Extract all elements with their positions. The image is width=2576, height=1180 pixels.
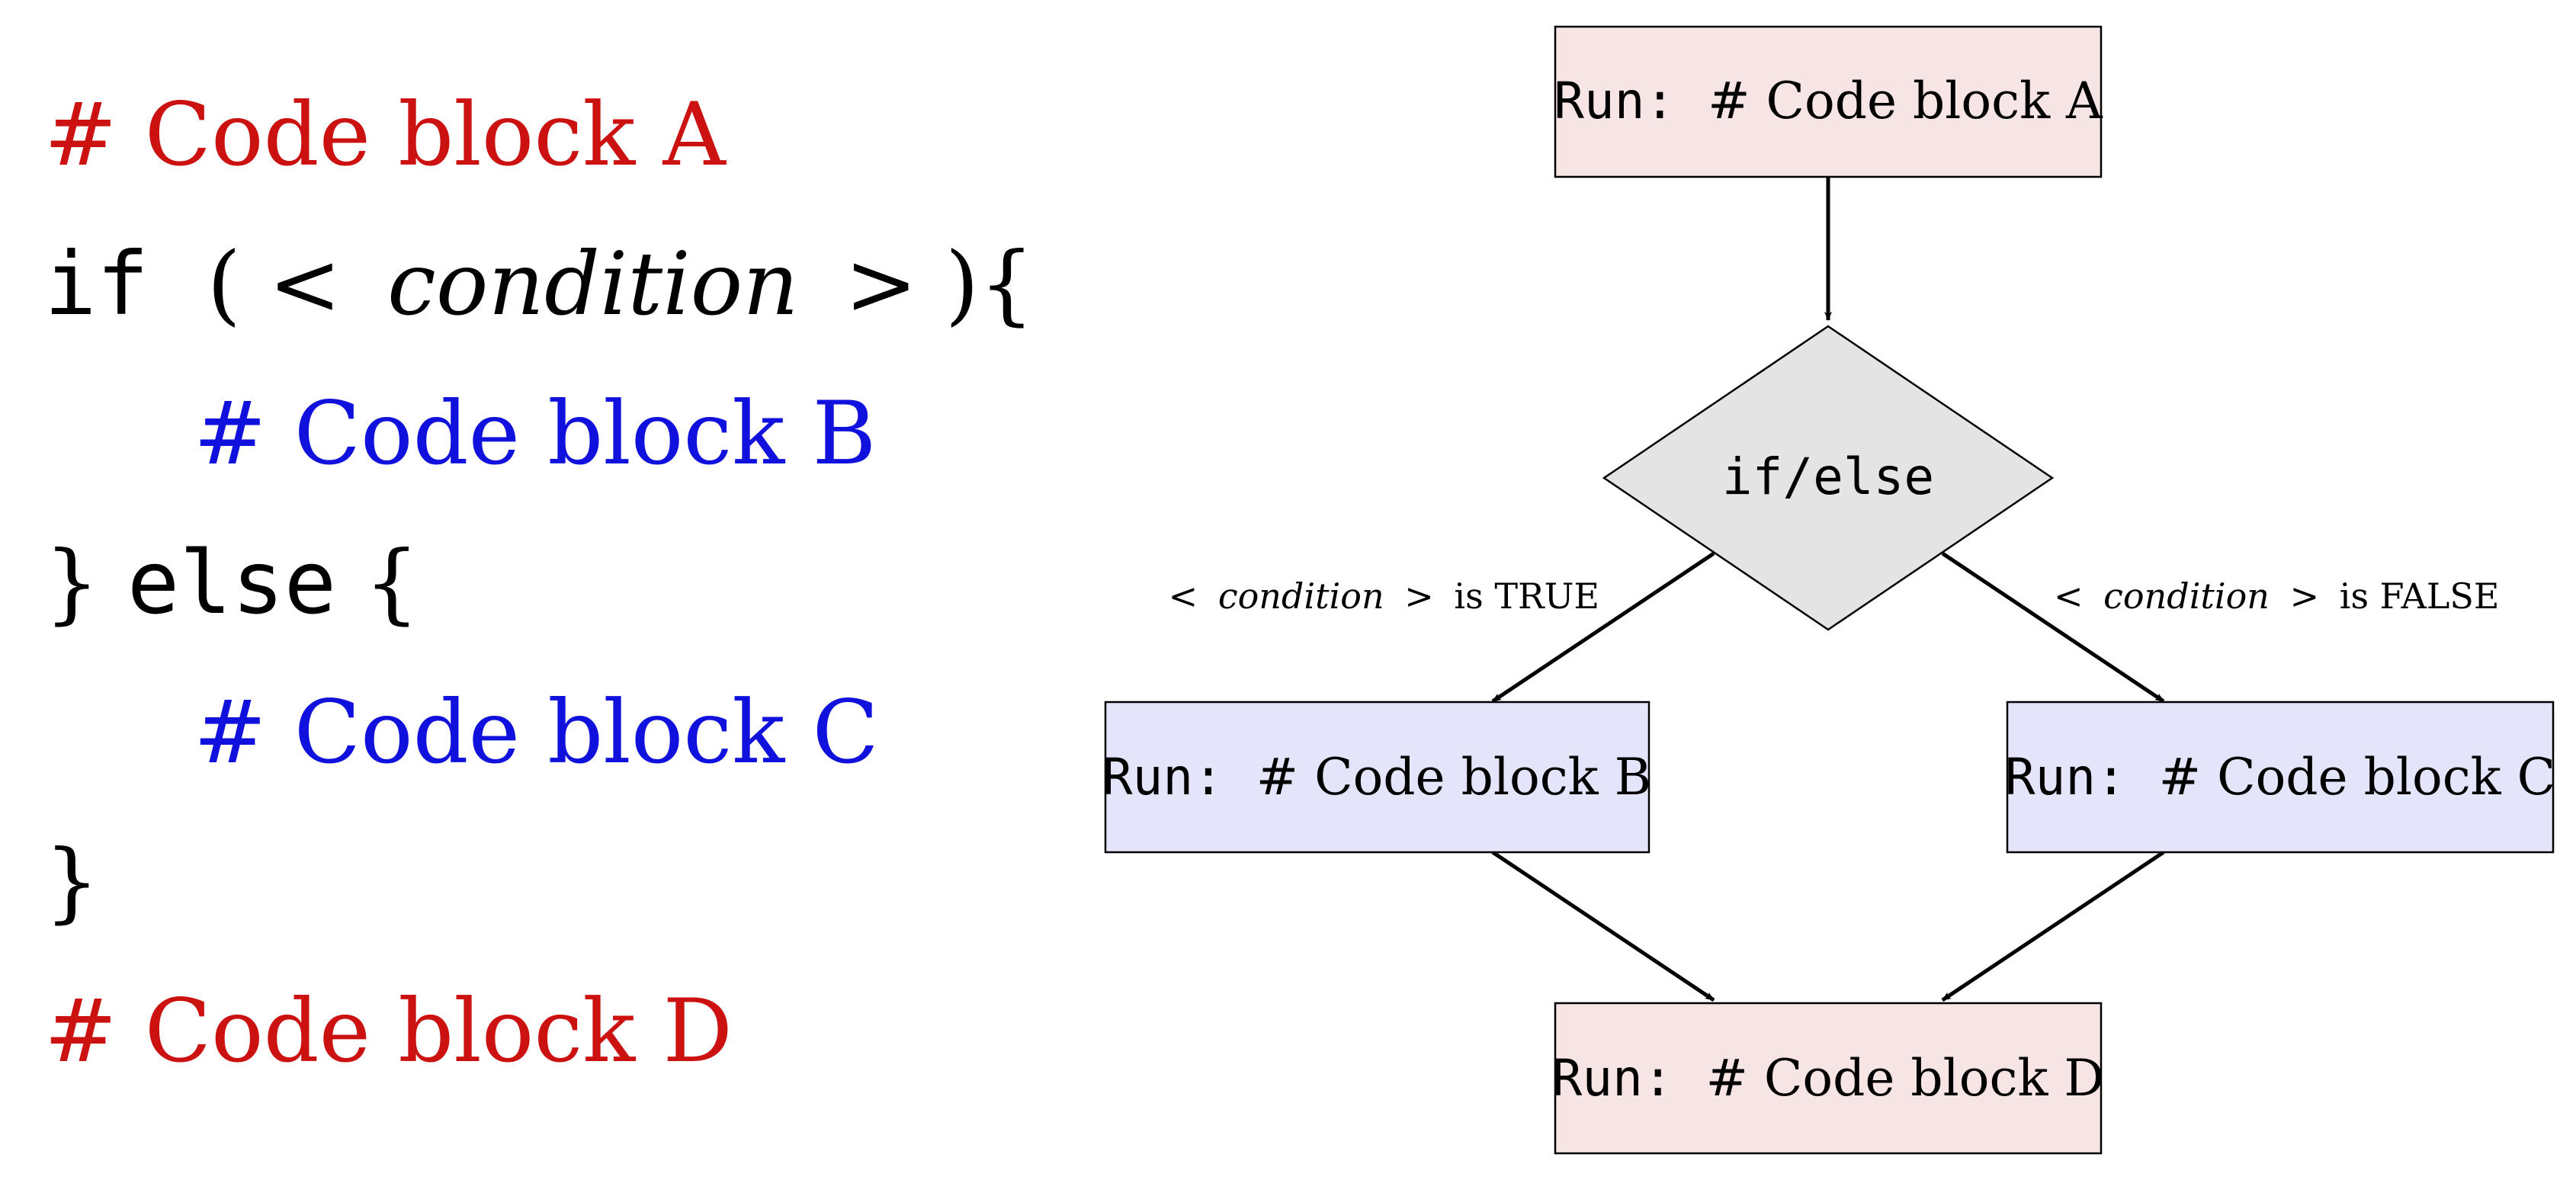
- if-keyword: if: [44, 233, 149, 335]
- flowchart: Run: # Code block A if/else < condition …: [1102, 25, 2555, 1155]
- node-code-block-d: Run: # Code block D: [1552, 1002, 2105, 1155]
- node-code-block-c: Run: # Code block C: [2005, 701, 2555, 854]
- lt-sign: <: [268, 233, 342, 335]
- decision-if-else: if/else: [1602, 325, 2055, 631]
- code-line-else: } else {: [44, 532, 419, 633]
- edge-label-false: < condition > is FALSE: [2054, 576, 2499, 617]
- arrow-decision-to-b: [1491, 551, 1715, 704]
- close-paren-open-brace: ){: [945, 233, 1035, 335]
- node-d-text: # Code block D: [1706, 1049, 2105, 1108]
- run-prefix: Run:: [1554, 72, 1675, 130]
- run-prefix: Run:: [2005, 748, 2126, 806]
- node-a-box: [1554, 25, 2103, 178]
- false-lt: <: [2054, 576, 2084, 617]
- arrow-b-to-d: [1491, 850, 1715, 1002]
- code-line-if: if ( < condition > ){: [44, 233, 1035, 335]
- true-tail: is TRUE: [1454, 576, 1599, 617]
- node-a-label: Run: # Code block A: [1554, 72, 2103, 130]
- else-close-brace: }: [44, 532, 100, 633]
- false-tail: is FALSE: [2340, 576, 2500, 617]
- true-lt: <: [1169, 576, 1198, 617]
- code-line-d: # Code block D: [44, 980, 733, 1082]
- node-d-box: [1554, 1002, 2103, 1155]
- node-c-label: Run: # Code block C: [2005, 748, 2555, 806]
- decision-diamond: [1602, 325, 2055, 631]
- condition-text: condition: [387, 233, 799, 335]
- run-prefix: Run:: [1102, 748, 1224, 806]
- node-b-label: Run: # Code block B: [1102, 748, 1651, 806]
- code-line-c: # Code block C: [194, 681, 879, 783]
- node-d-label: Run: # Code block D: [1552, 1049, 2105, 1108]
- edge-label-true: < condition > is TRUE: [1169, 576, 1599, 617]
- node-code-block-a: Run: # Code block A: [1554, 25, 2103, 178]
- open-paren: (: [207, 233, 241, 335]
- else-keyword: else: [127, 532, 337, 633]
- gt-sign: >: [845, 233, 918, 335]
- true-condition: condition: [1218, 576, 1384, 617]
- code-closing-brace: }: [44, 831, 100, 932]
- arrow-c-to-d: [1941, 850, 2165, 1002]
- node-b-text: # Code block B: [1256, 748, 1651, 806]
- node-code-block-b: Run: # Code block B: [1102, 701, 1651, 854]
- node-c-text: # Code block C: [2159, 748, 2555, 806]
- decision-label: if/else: [1722, 447, 1934, 506]
- arrow-decision-to-c: [1941, 551, 2165, 704]
- run-prefix: Run:: [1552, 1049, 1673, 1108]
- false-condition: condition: [2103, 576, 2270, 617]
- true-gt: >: [1404, 576, 1434, 617]
- false-gt: >: [2290, 576, 2320, 617]
- else-open-brace: {: [364, 532, 420, 633]
- code-listing: # Code block A if ( < condition > ){ # C…: [44, 84, 1035, 1082]
- node-a-text: # Code block A: [1708, 72, 2103, 130]
- code-line-a: # Code block A: [44, 84, 727, 185]
- node-b-box: [1104, 701, 1651, 854]
- node-c-box: [2006, 701, 2555, 854]
- code-line-b: # Code block B: [194, 383, 876, 484]
